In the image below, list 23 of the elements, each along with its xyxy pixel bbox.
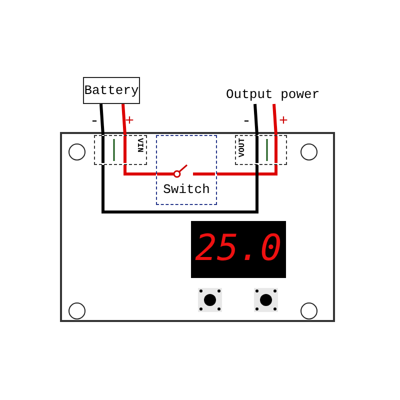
output-terminal-block [235,135,287,165]
wire [122,104,126,136]
polarity-sign: - [90,114,100,129]
wire [124,165,156,176]
temperature-reading: 25.0 [195,228,282,269]
wire [102,165,258,214]
battery-box [83,77,140,104]
node-label: Switch [162,182,211,197]
switch-box [156,135,217,205]
node-label: Output power [226,87,320,102]
node-label: VIN [135,138,144,152]
wire [217,165,278,176]
led-display [191,221,286,278]
input-terminal-block [94,135,147,165]
circuit-board [60,132,335,322]
wire [100,104,104,136]
node-label: Battery [84,83,139,98]
node-label: VOUT [238,138,247,158]
polarity-sign: + [279,114,288,129]
wire [254,104,258,136]
polarity-sign: + [125,114,134,129]
polarity-sign: - [242,114,252,129]
wire [272,104,278,136]
